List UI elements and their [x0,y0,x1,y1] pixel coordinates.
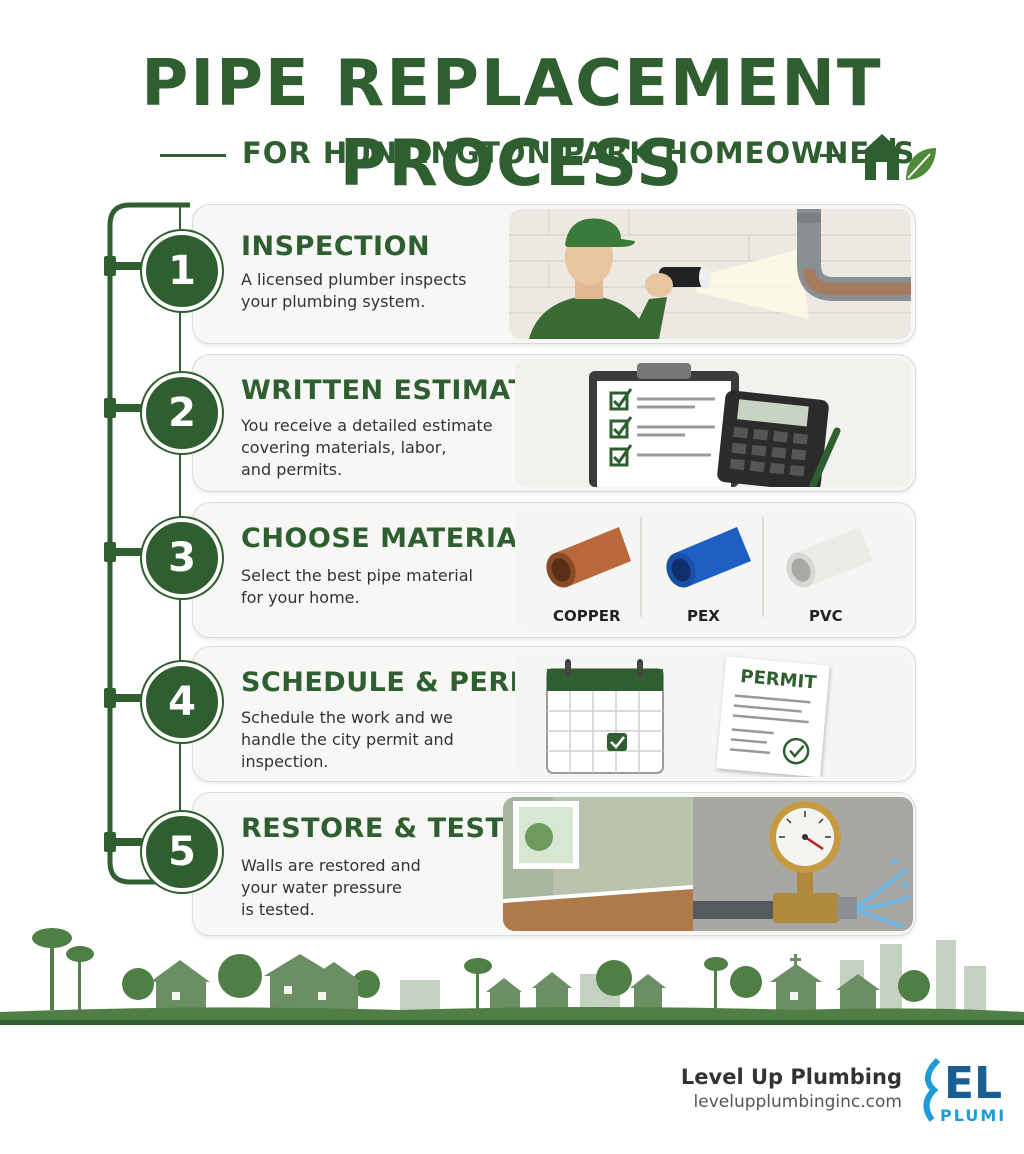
step-card-inspection: INSPECTION A licensed plumber inspects y… [192,204,916,344]
calendar-permit-illustration: PERMIT [515,651,911,777]
desc-line: Schedule the work and we [241,708,453,727]
desc-line: your plumbing system. [241,292,426,311]
logo-swoosh-icon [923,1058,941,1122]
desc-line: Walls are restored and [241,856,421,875]
step-card-schedule: SCHEDULE & PERMIT Schedule the work and … [192,646,916,782]
desc-line: your water pressure [241,878,402,897]
step-description: Select the best pipe material for your h… [241,565,501,609]
step-number-badge: 1 [142,231,222,311]
house-leaf-icon [860,134,936,180]
step-description: Schedule the work and we handle the city… [241,707,501,773]
desc-line: and permits. [241,460,343,479]
step-card-restore: RESTORE & TEST Walls are restored and yo… [192,792,916,936]
step-number-badge: 4 [142,662,222,742]
city-skyline-illustration [0,928,1024,1025]
step-number-badge: 3 [142,518,222,598]
permit-document: PERMIT [716,656,830,777]
step-card-material: CHOOSE MATERIAL Select the best pipe mat… [192,502,916,638]
step-title: CHOOSE MATERIAL [241,523,536,554]
brand-logo: EL PLUMI [916,1058,1016,1130]
step-title: SCHEDULE & PERMIT [241,667,567,698]
material-label-pvc: PVC [809,607,843,625]
subtitle-row: FOR HUNTINGTON PARK HOMEOWNERS [160,130,950,180]
step-title: WRITTEN ESTIMATE [241,375,547,406]
material-label-pex: PEX [687,607,720,625]
logo-subtext: PLUMI [940,1106,1007,1125]
desc-line: A licensed plumber inspects [241,270,467,289]
step-title: RESTORE & TEST [241,813,505,844]
subtitle-rule-right [820,154,842,157]
page-subtitle: FOR HUNTINGTON PARK HOMEOWNERS [242,136,916,170]
restore-test-illustration [503,797,913,931]
material-label-copper: COPPER [553,607,621,625]
logo-text: EL [944,1058,1003,1109]
desc-line: is tested. [241,900,315,919]
step-card-estimate: WRITTEN ESTIMATE You receive a detailed … [192,354,916,492]
desc-line: handle the city permit and [241,730,454,749]
brand-url[interactable]: levelupplumbinginc.com [693,1092,902,1112]
desc-line: You receive a detailed estimate [241,416,493,435]
step-title: INSPECTION [241,231,431,262]
step-description: A licensed plumber inspects your plumbin… [241,269,501,313]
desc-line: inspection. [241,752,329,771]
pipe-materials-illustration: COPPER PEX PVC [515,509,911,631]
desc-line: Select the best pipe material [241,566,473,585]
plumber-inspection-illustration [509,209,911,339]
desc-line: for your home. [241,588,360,607]
desc-line: covering materials, labor, [241,438,447,457]
clipboard-calculator-illustration [515,359,911,487]
step-number-badge: 2 [142,373,222,453]
step-description: Walls are restored and your water pressu… [241,855,501,921]
page-title: PIPE REPLACEMENT PROCESS [141,47,883,201]
step-number-badge: 5 [142,812,222,892]
subtitle-rule-left [160,154,226,157]
brand-name: Level Up Plumbing [680,1065,902,1089]
step-description: You receive a detailed estimate covering… [241,415,501,481]
